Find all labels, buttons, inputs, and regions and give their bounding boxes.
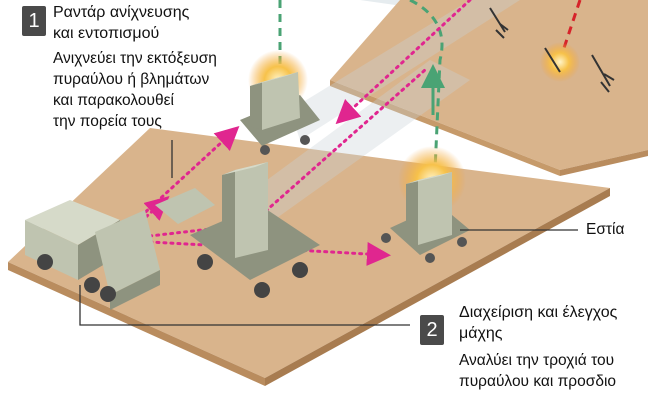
focus-launcher-unit [381,172,470,263]
step-1-desc-line-1: Ανιχνεύει την εκτόξευση [53,50,217,67]
incoming-rocket-icon [544,47,561,73]
step-1-title-line-1: Ραντάρ ανίχνευσης [53,4,190,21]
command-truck [25,200,160,310]
incoming-path [558,0,582,61]
leader-lines [79,140,578,326]
step-1-desc-line-3: και παρακολουθεί [53,92,174,109]
incoming-rocket-icon [489,7,509,39]
incoming-rocket-icon [591,54,615,93]
focus-label: Εστία [586,221,625,238]
step-2-title-line-2: μάχης [459,325,503,342]
step-2-badge: 2 [420,315,444,345]
step-1-title-line-2: και εντοπισμού [53,25,160,42]
step-2-desc-line-1: Αναλύει την τροχιά του [459,352,615,369]
step-1-desc-line-2: πυραύλου ή βλημάτων [53,71,210,88]
step-2-desc-line-2: πυραύλου και προσδιο [459,373,617,390]
step-1-desc-line-4: την πορεία τους [53,113,162,130]
radar-unit [240,72,320,155]
step-2-title-line-1: Διαχείριση και έλεγχος [459,304,618,321]
step-1-badge: 1 [22,6,46,36]
launcher-vehicle [155,162,320,298]
